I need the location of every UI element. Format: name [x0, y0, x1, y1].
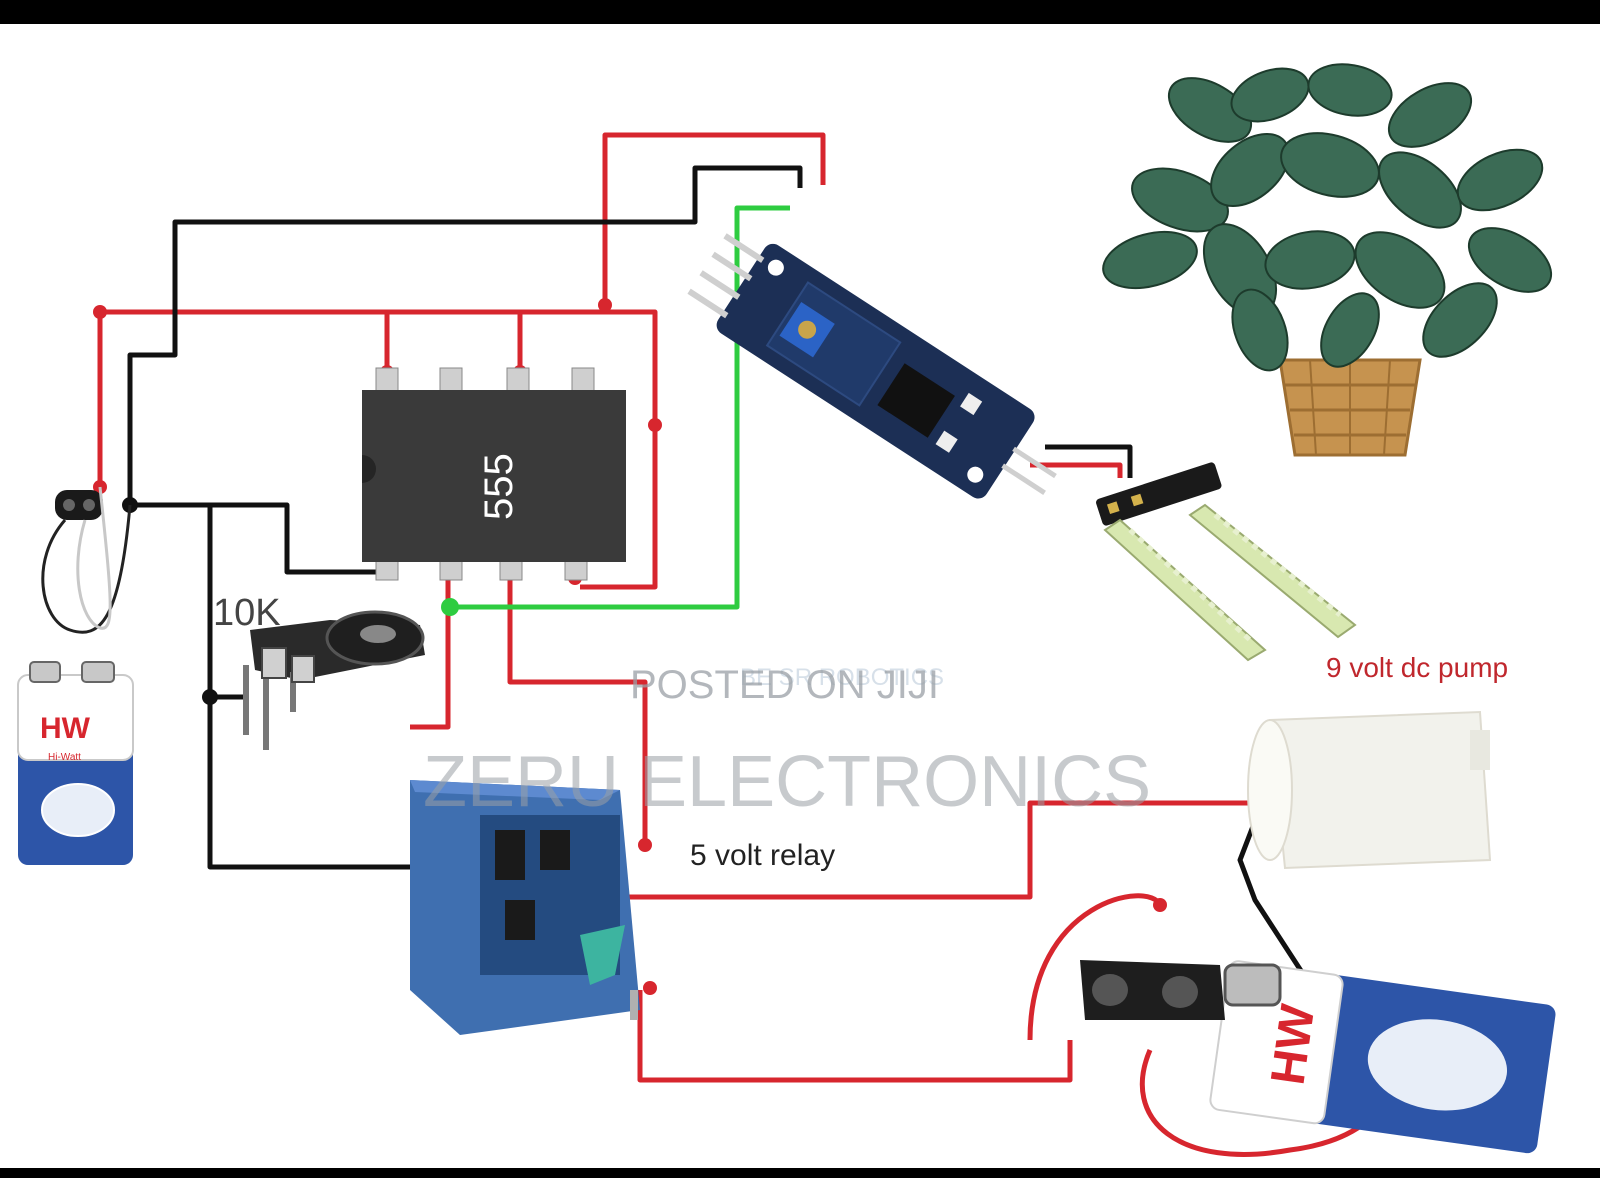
signal-wire [450, 205, 790, 610]
ic-label: 555 [477, 453, 521, 520]
battery-left-brand-sub: Hi-Watt [48, 752, 81, 763]
battery-pump-brand: HW [1262, 1001, 1326, 1088]
resistor-label: 10K [213, 592, 281, 634]
relay-5v: 5 volt relay [410, 780, 835, 1035]
relay-label: 5 volt relay [690, 839, 835, 872]
bottom-black-bar [0, 1168, 1600, 1178]
potentiometer-10k: 10K [213, 592, 425, 750]
top-black-bar [0, 0, 1600, 24]
dc-pump: 9 volt dc pump [1247, 652, 1508, 870]
moisture-sensor-module [687, 233, 1057, 499]
moisture-probe [1096, 462, 1357, 662]
pump-label: 9 volt dc pump [1326, 652, 1508, 683]
watermark-faint: BE SR ROBOTICS [740, 664, 944, 691]
battery-clip-left [41, 486, 132, 634]
battery-left-brand: HW [40, 712, 91, 745]
watermark-company: ZERU ELECTRONICS [423, 742, 1151, 822]
watermark-jiji: POSTED ON JIJI [630, 663, 939, 707]
positive-wires [97, 132, 1403, 1157]
battery-left: HW Hi-Watt [17, 661, 134, 865]
ic-555: 555 [362, 367, 626, 581]
potted-plant [1102, 63, 1553, 457]
battery-pump-supply: HW [1080, 960, 1556, 1154]
watermarks: BE SR ROBOTICS POSTED ON JIJI ZERU ELECT… [423, 663, 1151, 822]
